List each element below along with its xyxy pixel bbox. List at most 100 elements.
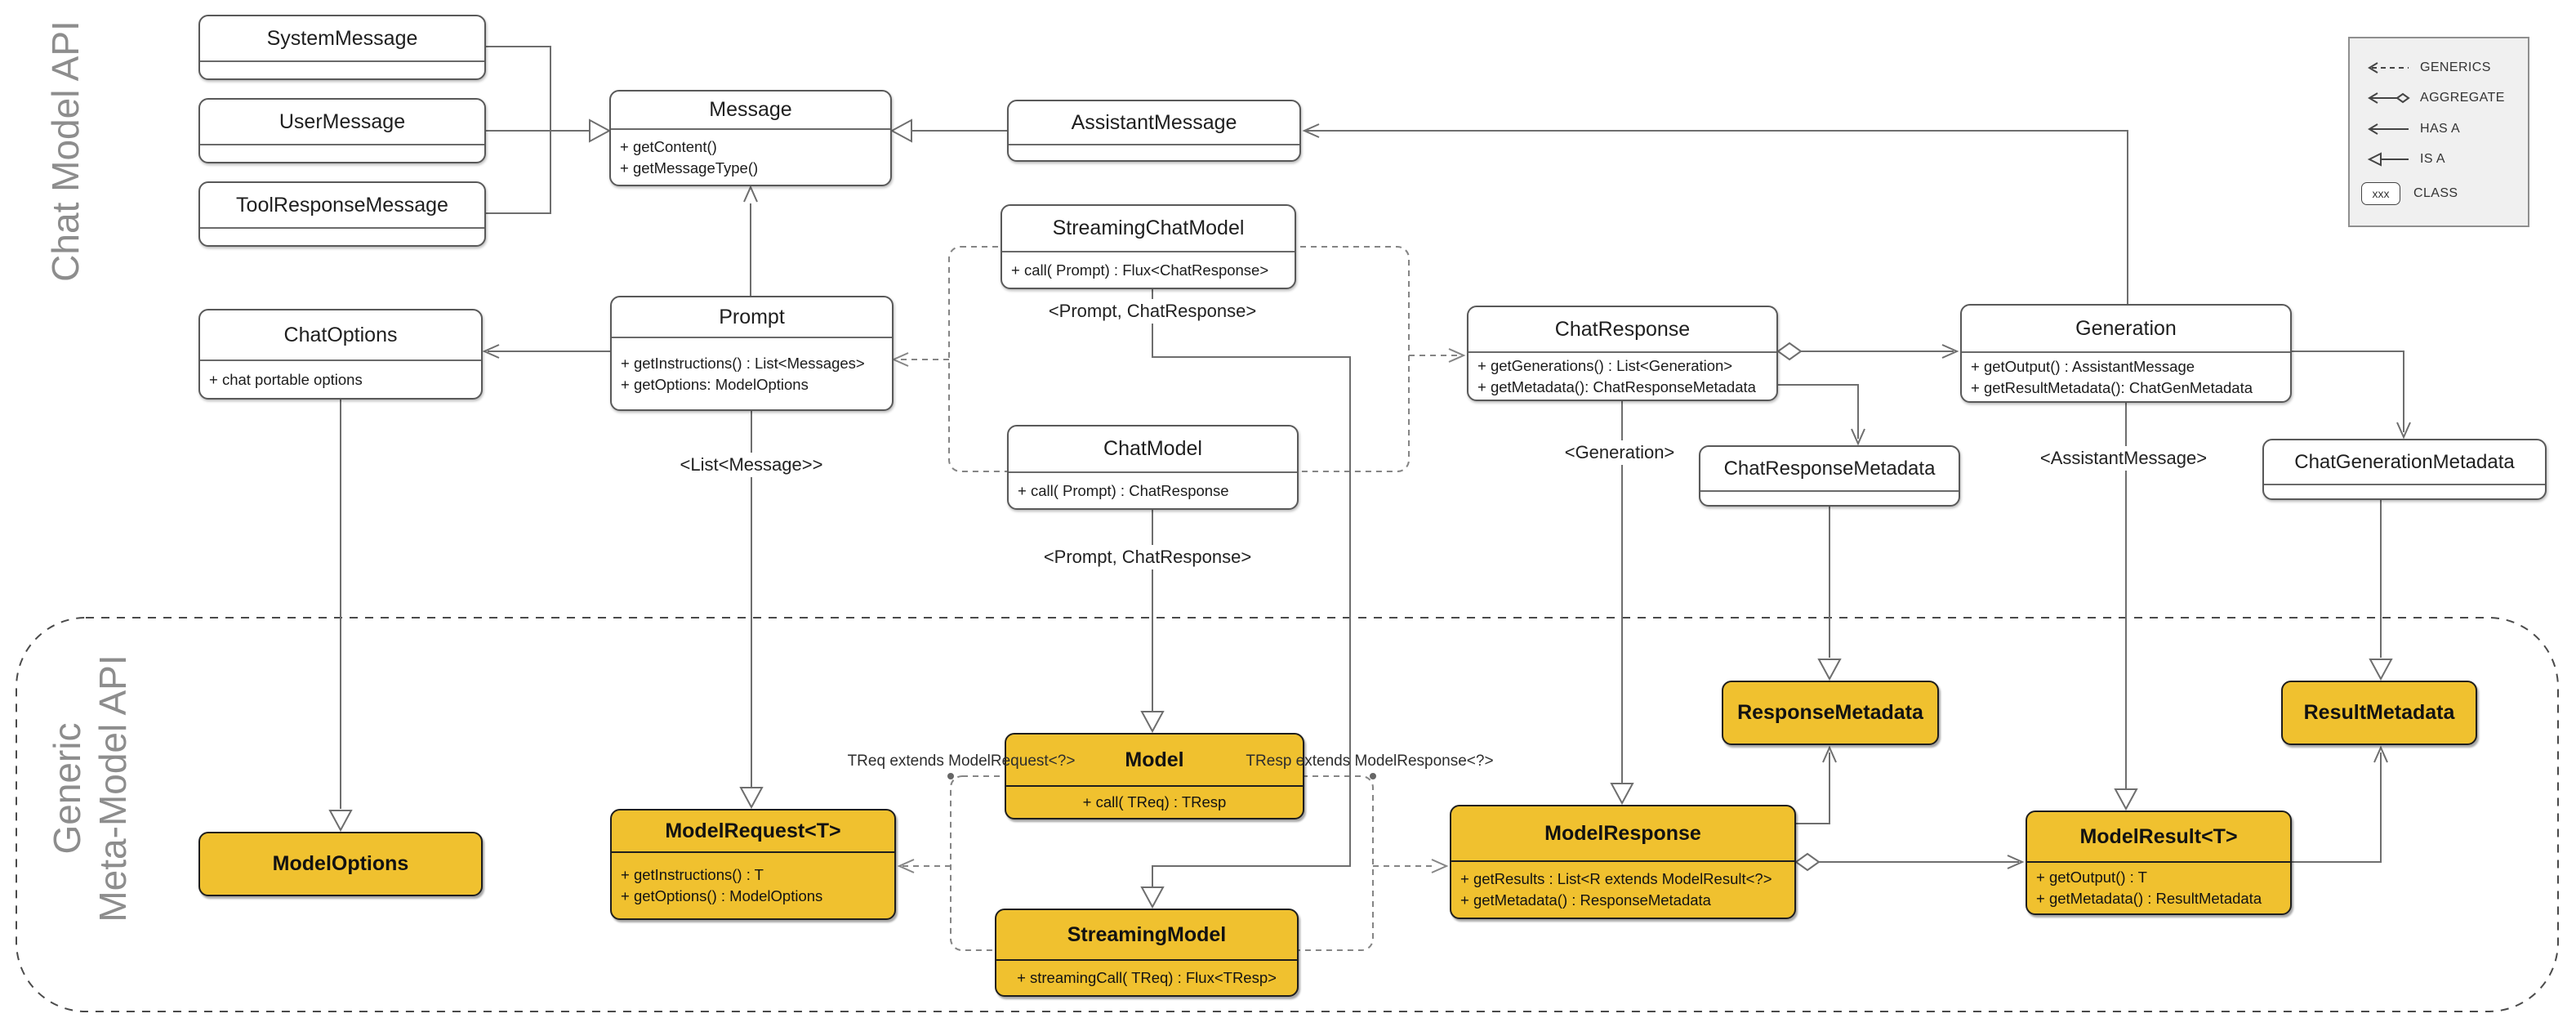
class-member: + chat portable options xyxy=(209,370,363,388)
class-chat-model: ChatModel + call( Prompt) : ChatResponse xyxy=(1007,425,1299,510)
generics-arrowhead xyxy=(891,352,909,367)
class-tool-response-message: ToolResponseMessage xyxy=(198,181,486,247)
generics-arrowhead xyxy=(1448,348,1466,363)
class-sample-icon: xxx xyxy=(2361,181,2400,205)
class-member: + getGenerations() : List<Generation> xyxy=(1477,356,1733,374)
class-members: + getInstructions() : List<Messages> + g… xyxy=(612,337,892,409)
class-members: + getGenerations() : List<Generation> + … xyxy=(1468,351,1776,400)
aggregate-arrowhead xyxy=(2007,855,2025,869)
edge-label-list-message: <List<Message>> xyxy=(672,453,831,477)
legend-row-has-a: HAS A xyxy=(2361,121,2528,137)
class-result-metadata: ResultMetadata xyxy=(2281,681,2477,745)
isa-triangle xyxy=(328,810,353,833)
class-title: ModelResult<T> xyxy=(2079,824,2238,848)
isa-triangle xyxy=(1140,886,1165,909)
section-label-generic-meta-model-api: Generic Meta-Model API xyxy=(45,654,134,922)
hasa-arrowhead xyxy=(2373,745,2388,763)
class-member: + getInstructions() : T xyxy=(621,866,764,883)
class-title: ToolResponseMessage xyxy=(236,193,448,217)
has-a-arrow-icon xyxy=(2368,123,2409,135)
legend-label: CLASS xyxy=(2413,185,2458,200)
edge-label-streaming-generics: <Prompt, ChatResponse> xyxy=(1041,299,1264,324)
class-assistant-message: AssistantMessage xyxy=(1007,100,1301,162)
class-title: StreamingChatModel xyxy=(1052,217,1245,239)
generics-junction-dot xyxy=(947,773,954,779)
class-title: Message xyxy=(709,98,792,121)
class-member: + getMetadata(): ChatResponseMetadata xyxy=(1477,377,1756,395)
class-member: + call( Prompt) : ChatResponse xyxy=(1018,481,1229,499)
class-members-empty xyxy=(200,144,484,162)
legend-row-class: xxx CLASS xyxy=(2361,181,2528,205)
edge-label-chat-generics: <Prompt, ChatResponse> xyxy=(1036,545,1259,569)
class-member: + getResults : List<R extends ModelResul… xyxy=(1460,870,1772,887)
isa-triangle xyxy=(589,118,612,143)
class-title: Prompt xyxy=(719,305,785,328)
isa-triangle xyxy=(1140,711,1165,734)
legend: GENERICS AGGREGATE HAS A IS A x xyxy=(2348,37,2529,227)
class-member: + getInstructions() : List<Messages> xyxy=(621,354,865,372)
class-members-empty xyxy=(2264,484,2545,498)
isa-triangle xyxy=(1817,659,1842,681)
legend-label: IS A xyxy=(2420,152,2445,166)
class-chat-options: ChatOptions + chat portable options xyxy=(198,309,483,400)
edge-label-treq: TReq extends ModelRequest<?> xyxy=(847,752,1076,770)
class-members: + chat portable options xyxy=(200,359,481,398)
class-title: SystemMessage xyxy=(266,26,418,50)
class-member: + getMessageType() xyxy=(620,159,759,176)
legend-row-aggregate: AGGREGATE xyxy=(2361,90,2528,106)
class-member: + call( Prompt) : Flux<ChatResponse> xyxy=(1011,261,1269,279)
class-member: + getOptions() : ModelOptions xyxy=(621,887,823,904)
class-members: + getResults : List<R extends ModelResul… xyxy=(1451,860,1794,918)
class-member: + getContent() xyxy=(620,137,717,155)
generics-arrow-icon xyxy=(2368,61,2409,74)
aggregate-diamond xyxy=(1794,852,1821,872)
class-model-response: ModelResponse + getResults : List<R exte… xyxy=(1450,805,1796,919)
hasa-arrowhead xyxy=(1302,123,1320,138)
edge-label-tresp: TResp extends ModelResponse<?> xyxy=(1246,752,1494,770)
class-members: + getOutput() : AssistantMessage + getRe… xyxy=(1962,351,2290,401)
class-title: UserMessage xyxy=(279,109,406,133)
class-streaming-chat-model: StreamingChatModel + call( Prompt) : Flu… xyxy=(1001,204,1296,289)
edge-label-assistant-message: <AssistantMessage> xyxy=(2032,446,2215,471)
isa-triangle xyxy=(739,787,764,810)
class-title: ChatOptions xyxy=(283,323,398,346)
class-members-empty xyxy=(200,227,484,245)
aggregate-arrowhead xyxy=(1941,344,1959,359)
class-member: + getOutput() : AssistantMessage xyxy=(1971,357,2195,375)
class-title: ResponseMetadata xyxy=(1737,701,1923,724)
class-member: + getOutput() : T xyxy=(2036,869,2147,886)
class-members: + getInstructions() : T + getOptions() :… xyxy=(612,851,894,918)
aggregate-arrow-icon xyxy=(2368,92,2410,104)
generics-junction-dot xyxy=(1370,773,1376,779)
class-title: ModelOptions xyxy=(272,852,409,875)
class-chat-response-metadata: ChatResponseMetadata xyxy=(1699,445,1960,507)
edge-modelresponse-hasa-responsemetadata xyxy=(1796,752,1830,824)
class-title: StreamingModel xyxy=(1067,922,1227,946)
class-model-options: ModelOptions xyxy=(198,832,483,896)
class-member: + call( TReq) : TResp xyxy=(1082,793,1227,810)
class-model-request: ModelRequest<T> + getInstructions() : T … xyxy=(610,809,896,920)
legend-row-is-a: IS A xyxy=(2361,151,2528,167)
generics-arrowhead xyxy=(897,859,915,873)
edge-chatresponse-hasa-chatresponsemetadata xyxy=(1778,384,1859,439)
class-generation: Generation + getOutput() : AssistantMess… xyxy=(1960,304,2292,403)
class-member: + getOptions: ModelOptions xyxy=(621,375,809,393)
class-members: + getOutput() : T + getMetadata() : Resu… xyxy=(2027,861,2290,913)
hasa-arrowhead xyxy=(1851,428,1865,446)
edge-generation-hasa-chatgenerationmetadata xyxy=(2292,351,2404,432)
edge-modelresult-hasa-resultmetadata xyxy=(2292,752,2382,863)
class-prompt: Prompt + getInstructions() : List<Messag… xyxy=(610,296,894,411)
class-member: + getMetadata() : ResponseMetadata xyxy=(1460,891,1711,909)
legend-row-generics: GENERICS xyxy=(2361,60,2528,76)
class-title: ChatGenerationMetadata xyxy=(2294,450,2515,473)
edge-streamingchatmodel-isa-streamingmodel xyxy=(1152,289,1351,887)
class-member: + streamingCall( TReq) : Flux<TResp> xyxy=(1017,969,1277,986)
class-member: + getResultMetadata(): ChatGenMetadata xyxy=(1971,378,2253,396)
class-members: + getContent() + getMessageType() xyxy=(611,128,890,185)
hasa-arrowhead xyxy=(1822,745,1837,763)
class-user-message: UserMessage xyxy=(198,98,486,163)
class-chat-generation-metadata: ChatGenerationMetadata xyxy=(2262,439,2547,500)
class-chat-response: ChatResponse + getGenerations() : List<G… xyxy=(1467,306,1778,401)
class-model-result: ModelResult<T> + getOutput() : T + getMe… xyxy=(2026,810,2292,915)
